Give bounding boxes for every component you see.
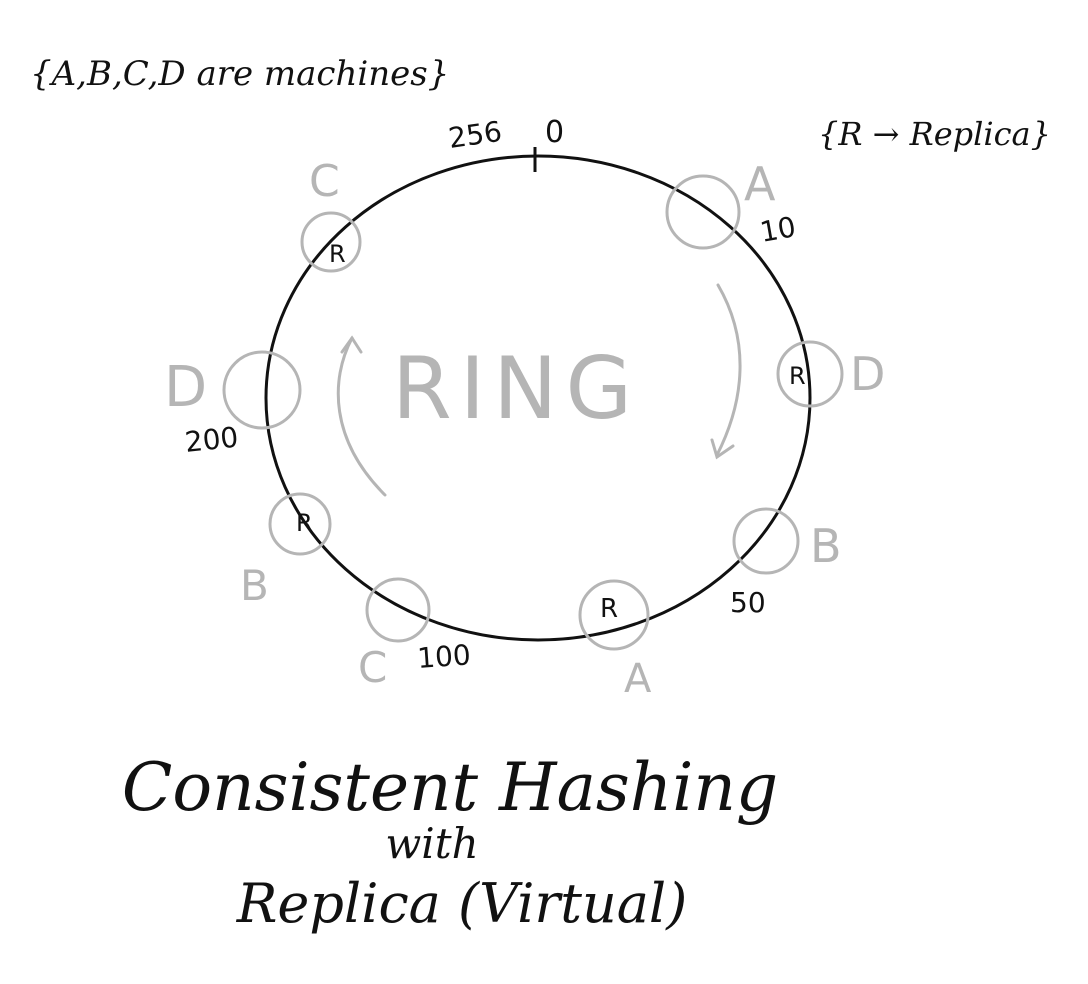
node-label-b-right: B xyxy=(810,519,842,573)
replica-marker-a: R xyxy=(600,594,618,624)
left-arrowhead xyxy=(340,335,363,354)
node-label-a-bottom: A xyxy=(624,656,652,702)
position-label-256: 256 xyxy=(446,115,504,155)
node-circle-d-replica xyxy=(776,340,844,408)
right-direction-arrow xyxy=(715,283,742,457)
ring-center-label: RING xyxy=(392,339,640,439)
node-label-c-bottom: C xyxy=(358,643,387,692)
node-label-d-right: D xyxy=(850,347,885,401)
left-direction-arrow xyxy=(336,336,387,497)
title-line-2: with xyxy=(385,819,478,868)
node-circle-a-replica xyxy=(578,579,650,651)
node-label-d-left: D xyxy=(164,355,207,420)
replica-marker-b: R xyxy=(296,509,313,537)
hash-ring xyxy=(264,154,812,642)
title-line-3: Replica (Virtual) xyxy=(236,872,688,935)
replica-marker-d: R xyxy=(789,362,806,390)
machines-legend: {A,B,C,D are machines} xyxy=(30,54,449,94)
right-arrowhead xyxy=(710,438,735,460)
position-label-10: 10 xyxy=(757,210,798,249)
node-circle-d xyxy=(222,350,302,430)
node-circle-c xyxy=(365,577,431,643)
replica-legend: {R → Replica} xyxy=(818,115,1051,153)
node-label-b-left: B xyxy=(240,561,269,610)
replica-marker-c: R xyxy=(329,240,346,268)
position-label-0: 0 xyxy=(545,115,564,150)
node-label-c-top: C xyxy=(309,156,340,207)
title-line-1: Consistent Hashing xyxy=(122,749,778,826)
node-circle-c-replica xyxy=(300,211,362,273)
node-circle-b-replica xyxy=(268,492,332,556)
node-label-a-top: A xyxy=(744,157,776,211)
position-label-100: 100 xyxy=(416,638,472,675)
position-label-50: 50 xyxy=(730,586,766,619)
node-circle-b xyxy=(732,507,800,575)
node-circle-a xyxy=(665,174,741,250)
position-label-200: 200 xyxy=(183,421,240,459)
